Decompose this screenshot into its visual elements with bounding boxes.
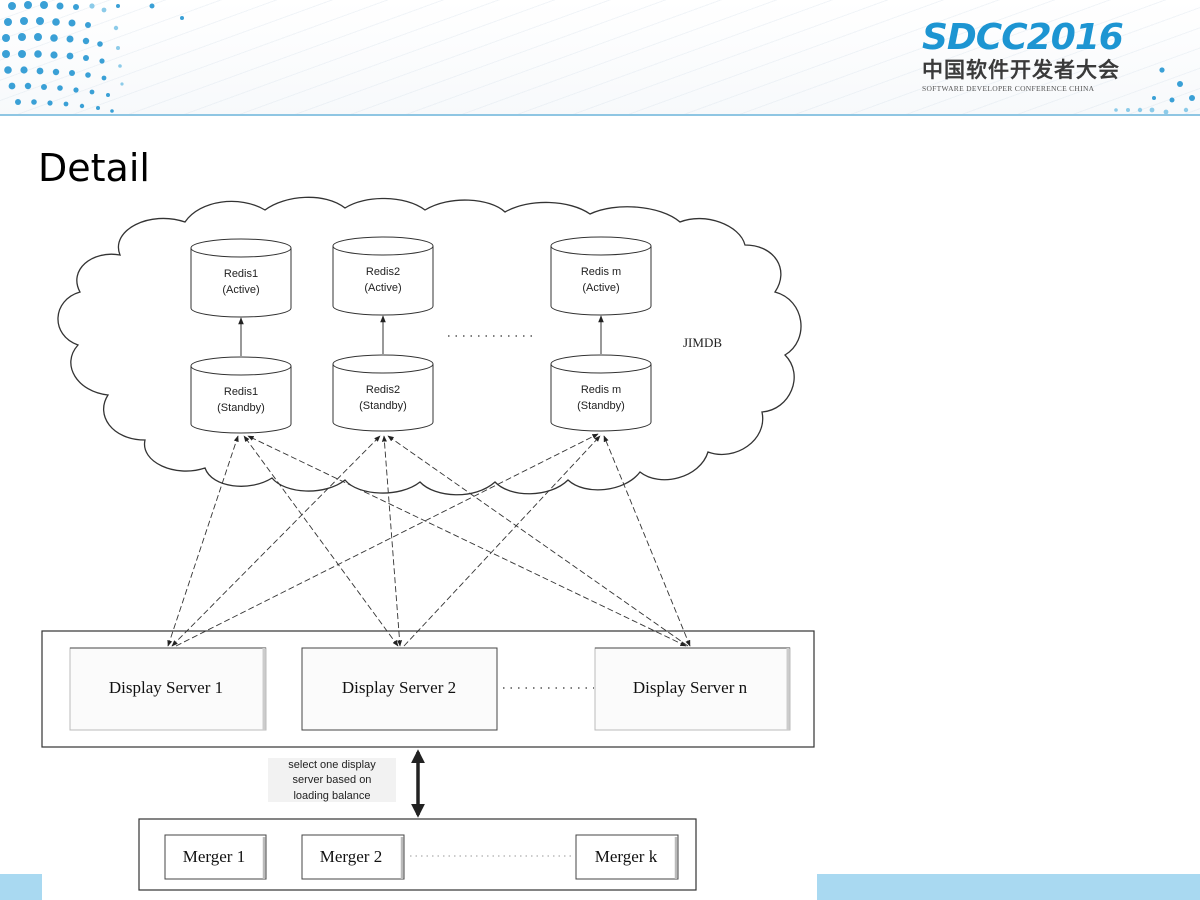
link-dsn-redism [603, 435, 691, 647]
link-ds2-redis1 [243, 435, 399, 647]
dot-pattern-decoration [2, 1, 184, 113]
logo-chinese-text: 中国软件开发者大会 [922, 58, 1120, 82]
display-server-n [594, 647, 791, 731]
logo-english-text: SOFTWARE DEVELOPER CONFERENCE CHINA [922, 84, 1095, 93]
redis-active-m-name: Redis m [581, 266, 621, 278]
redis-active-2 [332, 236, 434, 316]
display-server-n-label: Display Server n [633, 678, 748, 697]
load-balance-note-line-3: loading balance [293, 790, 370, 802]
link-ds1-redism [175, 433, 599, 647]
display-server-2 [301, 647, 498, 731]
merger-k-label: Merger k [595, 847, 658, 866]
redis-standby-m-role: (Standby) [577, 400, 625, 412]
jimdb-cloud [57, 196, 802, 496]
redis-active-2-role: (Active) [364, 282, 401, 294]
redis-standby-1 [190, 356, 292, 434]
redis-active-1 [190, 238, 292, 318]
redis-standby-2 [332, 354, 434, 432]
load-balance-note-line-1: select one display [288, 759, 376, 771]
redis-active-m [550, 236, 652, 316]
display-server-2-label: Display Server 2 [342, 678, 456, 697]
redis-standby-2-role: (Standby) [359, 400, 407, 412]
link-ds2-redis2 [381, 435, 403, 647]
redis-standby-2-name: Redis2 [366, 384, 400, 396]
link-dsn-redis2 [387, 435, 689, 647]
redis-standby-1-role: (Standby) [217, 402, 265, 414]
redis-active-2-name: Redis2 [366, 266, 400, 278]
header-band: SDCC2016 中国软件开发者大会 SOFTWARE DEVELOPER CO… [0, 0, 1200, 116]
link-dsn-redis1 [247, 435, 687, 647]
sdcc-logo: SDCC2016 中国软件开发者大会 SOFTWARE DEVELOPER CO… [922, 18, 1162, 98]
logo-main-text: SDCC2016 [922, 17, 1124, 58]
header-stripes [0, 0, 1200, 116]
redis-active-1-name: Redis1 [224, 268, 258, 280]
redis-standby-1-name: Redis1 [224, 386, 258, 398]
redis-standby-m [550, 354, 652, 432]
merger-2 [301, 834, 405, 880]
page-title: Detail [38, 146, 150, 190]
display-server-cluster [41, 630, 815, 748]
merger-k [575, 834, 679, 880]
merger-1-label: Merger 1 [183, 847, 245, 866]
load-balance-note-line-2: server based on [293, 774, 372, 786]
jimdb-label: JIMDB [683, 335, 722, 350]
merger-1 [164, 834, 267, 880]
redis-active-1-role: (Active) [222, 284, 259, 296]
link-ds1-redis1 [167, 435, 239, 647]
merger-2-label: Merger 2 [320, 847, 382, 866]
redis-standby-m-name: Redis m [581, 384, 621, 396]
redis-active-m-role: (Active) [582, 282, 619, 294]
display-server-1 [69, 647, 267, 731]
display-server-1-label: Display Server 1 [109, 678, 223, 697]
dot-pattern-decoration-right [1114, 67, 1195, 115]
header-rule [0, 114, 1200, 116]
load-balance-note-box [268, 758, 396, 802]
